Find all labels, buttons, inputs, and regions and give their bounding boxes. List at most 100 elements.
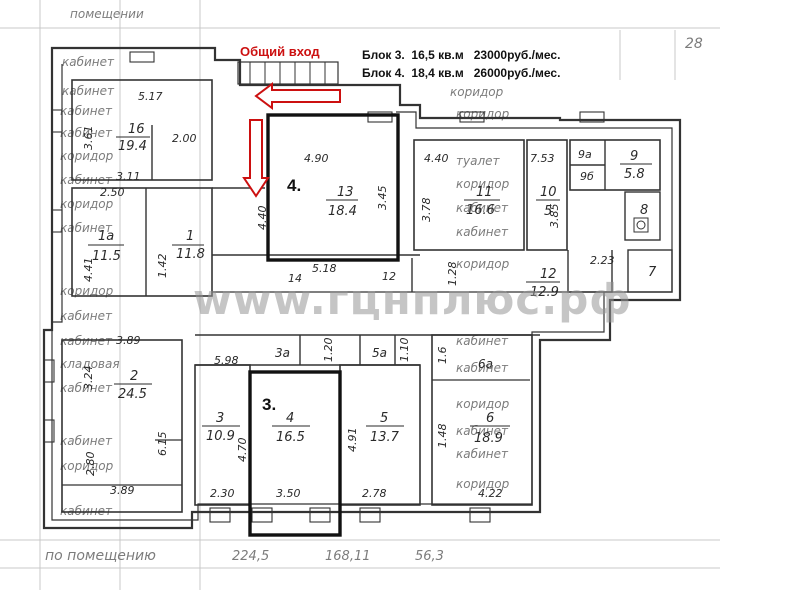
bg-word: кабинет [62, 55, 115, 69]
dim: 3.50 [276, 487, 301, 500]
arrow-left-icon [254, 82, 341, 110]
bg-word: коридор [60, 149, 114, 163]
dim: 12 [382, 270, 396, 283]
table-text: 224,5 [232, 549, 269, 564]
table-text: по помещению [45, 548, 156, 564]
block-4-outline [266, 113, 400, 262]
building-walls [42, 46, 682, 530]
dim: 1.20 [322, 338, 335, 363]
room-area: 16.5 [276, 430, 305, 445]
room-num: 3 [216, 411, 224, 426]
room-num: 16 [128, 122, 145, 137]
dim: 5.17 [138, 90, 163, 103]
entrance-arrows [242, 82, 341, 198]
bg-word: кабинет [60, 221, 113, 235]
bg-word: туалет [456, 154, 500, 168]
room-area: 24.5 [118, 387, 147, 402]
dim: 3.11 [116, 170, 141, 183]
dim: 2.78 [362, 487, 387, 500]
arrow-down-icon [242, 119, 270, 198]
bg-word: кабинет [456, 424, 509, 438]
bg-word: кабинет [60, 381, 113, 395]
room-area: 18.9 [474, 431, 503, 446]
dim: 5.98 [214, 354, 239, 367]
dim: 3.89 [110, 484, 135, 497]
bg-word: кабинет [456, 361, 509, 375]
room-num: 4 [286, 411, 294, 426]
dim: 4.90 [304, 152, 329, 165]
dim: 3.24 [82, 366, 95, 391]
dim: 2.00 [172, 132, 197, 145]
dim: 3.78 [420, 198, 433, 223]
dim: 5.18 [312, 262, 337, 275]
bg-word: кабинет [60, 126, 113, 140]
table-text: помещении [70, 7, 144, 21]
bg-word: кабинет [60, 309, 113, 323]
room-area: 11.8 [176, 247, 205, 262]
room-num: 8 [640, 203, 648, 218]
bg-word: коридор [60, 459, 114, 473]
bg-word: кабинет [60, 334, 113, 348]
dim: 4.41 [82, 258, 95, 283]
room-num: 5 [380, 411, 388, 426]
dim: 1.10 [398, 338, 411, 363]
dim: 2.50 [100, 186, 125, 199]
dim: 14 [288, 272, 302, 285]
dim: 7.53 [530, 152, 555, 165]
dim: 1.42 [156, 254, 169, 279]
room-num: 2 [130, 369, 138, 384]
room-num: 12 [540, 267, 557, 282]
room-area: 5 [544, 204, 552, 219]
bg-word: кабинет [456, 447, 509, 461]
room-num: 9а [578, 148, 592, 161]
dim: 4.70 [236, 438, 249, 463]
watermark: www.гцнплюс.рф [193, 275, 632, 324]
dim: 4.40 [424, 152, 449, 165]
bg-word: коридор [456, 477, 510, 491]
dim: 4.91 [346, 428, 359, 453]
dim: 3.45 [376, 186, 389, 211]
room-num: 13 [337, 185, 354, 200]
block-3-outline [248, 370, 342, 537]
block-3-label: 3. [262, 395, 277, 414]
dim: 1.6 [436, 347, 449, 365]
block-4-price: Блок 4. 18,4 кв.м 26000руб./мес. [362, 66, 561, 80]
bg-word: кладовая [60, 357, 120, 371]
bg-word: коридор [60, 284, 114, 298]
room-num: 3а [275, 346, 290, 360]
block-3-price: Блок 3. 16,5 кв.м 23000руб./мес. [362, 48, 561, 62]
dim: 3.85 [548, 204, 561, 229]
bg-word: коридор [456, 257, 510, 271]
room-num: 9 [630, 149, 638, 164]
bg-word: кабинет [62, 84, 115, 98]
room-area: 16.6 [466, 203, 495, 218]
room-num: 6а [478, 357, 493, 371]
bg-word: коридор [60, 197, 114, 211]
entrance-label: Общий вход [240, 44, 320, 59]
dim: 2.23 [590, 254, 615, 267]
bg-word: кабинет [60, 104, 113, 118]
room-area: 11.5 [92, 249, 121, 264]
room-num: 6 [486, 411, 494, 426]
bg-word: кабинет [456, 334, 509, 348]
bg-word: коридор [456, 397, 510, 411]
room-area: 13.7 [370, 430, 400, 445]
dim: 3.61 [82, 126, 95, 151]
bg-word: коридор [450, 85, 504, 99]
room-area: 12.9 [530, 285, 559, 300]
dim: 6.15 [156, 432, 169, 457]
background-table [0, 0, 720, 590]
bg-word: кабинет [456, 225, 509, 239]
table-text: 28 [685, 36, 703, 52]
room-area: 18.4 [328, 204, 357, 219]
table-text: 168,11 [325, 549, 371, 564]
table-text: 56,3 [415, 549, 444, 564]
room-area: 19.4 [118, 139, 147, 154]
room-num: 1а [98, 229, 114, 244]
bg-word: кабинет [60, 434, 113, 448]
dim: 1.28 [446, 262, 459, 287]
dim: 1.48 [436, 424, 449, 449]
room-num: 5а [372, 346, 387, 360]
bg-word: коридор [456, 177, 510, 191]
